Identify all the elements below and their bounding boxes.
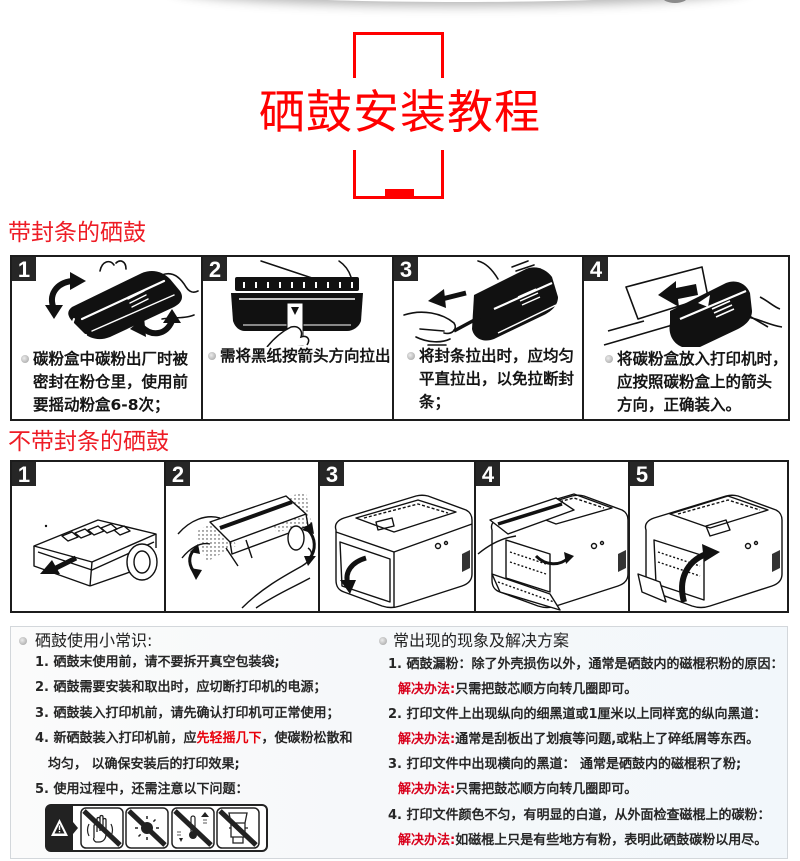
step-number-badge: 1 xyxy=(12,462,36,487)
pull-black-paper-illustration xyxy=(231,260,363,347)
no-extreme-temperature-icon xyxy=(171,807,215,849)
tip-item: 4. 新硒鼓装入打印机前，应先轻摇几下，使碳粉松散和 xyxy=(35,726,353,751)
tips-list: 1. 硒鼓末使用前，请不要拆开真空包装袋; 2. 硒鼓需要安装和取出时，应切断打… xyxy=(35,650,353,802)
unsealed-step-5: 5 xyxy=(630,462,787,611)
sealed-steps: 1 xyxy=(10,255,790,421)
description-line: 将封条拉出时，应均匀 xyxy=(419,347,575,365)
solution-item: 解决办法:如磁棍上只是有些地方有粉，表明此硒鼓碳粉以用尽。 xyxy=(388,828,784,853)
description-line: 需将黑纸按箭头方向拉出 xyxy=(220,347,391,365)
description-line: 碳粉盒中碳粉出厂时被 xyxy=(33,350,189,368)
solution-label: 解决办法: xyxy=(398,682,456,698)
rock-cartridge-illustration xyxy=(177,492,316,609)
no-direct-sunlight-icon xyxy=(125,807,169,849)
unsealed-step-4: 4 xyxy=(476,462,630,611)
step-number-badge: 2 xyxy=(166,462,190,487)
description-line: 应按照碳粉盒上的箭头 xyxy=(617,373,773,391)
top-ornament xyxy=(662,0,688,3)
step-description: 需将黑纸按箭头方向拉出 xyxy=(208,345,391,368)
tip-item: 1. 硒鼓末使用前，请不要拆开真空包装袋; xyxy=(35,655,280,670)
problem-item: 3. 打印文件中出现横向的黑道： 通常是硒鼓内的磁棍积了粉; xyxy=(388,757,742,773)
tip-text: 4. 新硒鼓装入打印机前，应 xyxy=(35,731,197,747)
problem-item: 4. 打印文件颜色不匀，有明显的白道，从外面检查磁棍上的碳粉： xyxy=(388,807,771,823)
description-line: 条； xyxy=(419,393,451,411)
solution-text: 只需把鼓芯顺方向转几圈即可。 xyxy=(455,782,638,798)
tips-heading: 硒鼓使用小常识: xyxy=(35,631,153,650)
open-printer-door-illustration xyxy=(334,494,473,609)
tip-text: ，使碳粉松散和 xyxy=(261,731,353,747)
bullet-icon xyxy=(208,352,216,360)
solution-text: 只需把鼓芯顺方向转几圈即可。 xyxy=(455,682,638,698)
troubleshooting-heading: 常出现的现象及解决方案 xyxy=(393,631,570,650)
insert-cartridge-illustration xyxy=(603,266,783,347)
step-number-badge: 4 xyxy=(584,257,608,282)
step-number-badge: 4 xyxy=(476,462,500,487)
problem-item: 2. 打印文件上出现纵向的细黑道或1厘米以上同样宽的纵向黑道： xyxy=(388,707,767,723)
title-bracket-top xyxy=(353,32,444,78)
bullet-icon xyxy=(21,355,29,363)
solution-item: 解决办法:通常是刮板出了划痕等问题,或粘上了碎纸屑等东西。 xyxy=(388,727,784,752)
description-line: 要摇动粉盒6-8次； xyxy=(33,396,170,414)
pull-seal-strip-illustration xyxy=(403,260,558,346)
warning-triangle-icon xyxy=(51,819,68,836)
step-number-badge: 1 xyxy=(12,257,36,282)
step-description: 将封条拉出时，应均匀 平直拉出，以免拉断封 条； xyxy=(407,345,575,414)
section-heading-sealed: 带封条的硒鼓 xyxy=(8,220,146,246)
unsealed-steps: 1 2 xyxy=(10,460,789,613)
tips-box: 硒鼓使用小常识: 1. 硒鼓末使用前，请不要拆开真空包装袋; 2. 硒鼓需要安装… xyxy=(10,626,788,859)
description-line: 密封在粉仓里，使用前 xyxy=(33,373,189,391)
no-upright-storage-icon xyxy=(216,807,260,849)
solution-text: 如磁棍上只是有些地方有粉，表明此硒鼓碳粉以用尽。 xyxy=(455,832,768,848)
tip-item: 3. 硒鼓装入打印机前，请先确认打印机可正常使用； xyxy=(35,705,340,721)
solution-label: 解决办法: xyxy=(398,782,456,798)
tip-item: 5. 使用过程中，还需注意以下问题： xyxy=(35,782,249,798)
bullet-icon xyxy=(605,355,613,363)
solution-text: 通常是刮板出了划痕等问题,或粘上了碎纸屑等东西。 xyxy=(455,732,760,748)
sealed-step-4: 4 将碳粉盒放入打印机时， 应按照碳粉盒上的箭头 方向，正确装入。 xyxy=(584,257,788,419)
tip-item: 2. 硒鼓需要安装和取出时，应切断打印机的电源； xyxy=(35,680,327,696)
shake-cartridge-illustration xyxy=(45,260,199,340)
bullet-icon xyxy=(379,637,387,645)
sealed-step-1: 1 xyxy=(12,257,203,419)
insert-cartridge-into-printer-illustration xyxy=(477,493,628,611)
page-title: 硒鼓安装教程 xyxy=(259,85,541,139)
description-line: 将碳粉盒放入打印机时， xyxy=(617,350,788,368)
no-touch-drum-icon xyxy=(80,807,124,849)
description-line: 方向，正确装入。 xyxy=(617,396,742,414)
unpack-cartridge-illustration xyxy=(33,519,158,587)
solution-item: 解决办法:只需把鼓芯顺方向转几圈即可。 xyxy=(388,777,784,802)
step-number-badge: 3 xyxy=(394,257,418,282)
close-printer-door-illustration xyxy=(637,494,783,609)
bullet-icon xyxy=(19,637,27,645)
step-number-badge: 5 xyxy=(630,462,654,487)
title-bracket-knob xyxy=(385,189,414,199)
unsealed-step-3: 3 xyxy=(320,462,476,611)
problem-item: 1. 硒鼓漏粉：除了外壳损伤以外，通常是硒鼓内的磁棍积粉的原因： xyxy=(388,657,784,672)
top-shadow xyxy=(170,0,750,2)
bullet-icon xyxy=(407,352,415,360)
step-description: 将碳粉盒放入打印机时， 应按照碳粉盒上的箭头 方向，正确装入。 xyxy=(605,348,788,417)
sealed-step-3: 3 将封条拉出时，应均匀 平直拉出，以免拉断封 xyxy=(394,257,584,419)
unsealed-step-2: 2 xyxy=(166,462,320,611)
step-description: 碳粉盒中碳粉出厂时被 密封在粉仓里，使用前 要摇动粉盒6-8次； xyxy=(21,348,189,417)
section-heading-unsealed: 不带封条的硒鼓 xyxy=(8,429,169,455)
troubleshooting-list: 1. 硒鼓漏粉：除了外壳损伤以外，通常是硒鼓内的磁棍积粉的原因： 解决办法:只需… xyxy=(388,652,784,853)
tip-highlight: 先轻摇几下 xyxy=(196,731,262,747)
handling-warnings-strip xyxy=(45,804,268,852)
solution-item: 解决办法:只需把鼓芯顺方向转几圈即可。 xyxy=(388,677,784,702)
step-number-badge: 3 xyxy=(320,462,344,487)
sealed-step-2: 2 需将黑纸按箭头方向拉出 xyxy=(203,257,394,419)
solution-label: 解决办法: xyxy=(398,732,456,748)
step-number-badge: 2 xyxy=(203,257,227,282)
description-line: 平直拉出，以免拉断封 xyxy=(419,370,575,388)
unsealed-step-1: 1 xyxy=(12,462,166,611)
solution-label: 解决办法: xyxy=(398,832,456,848)
tip-item-continuation: 均匀， 以确保安装后的打印效果; xyxy=(48,756,240,772)
